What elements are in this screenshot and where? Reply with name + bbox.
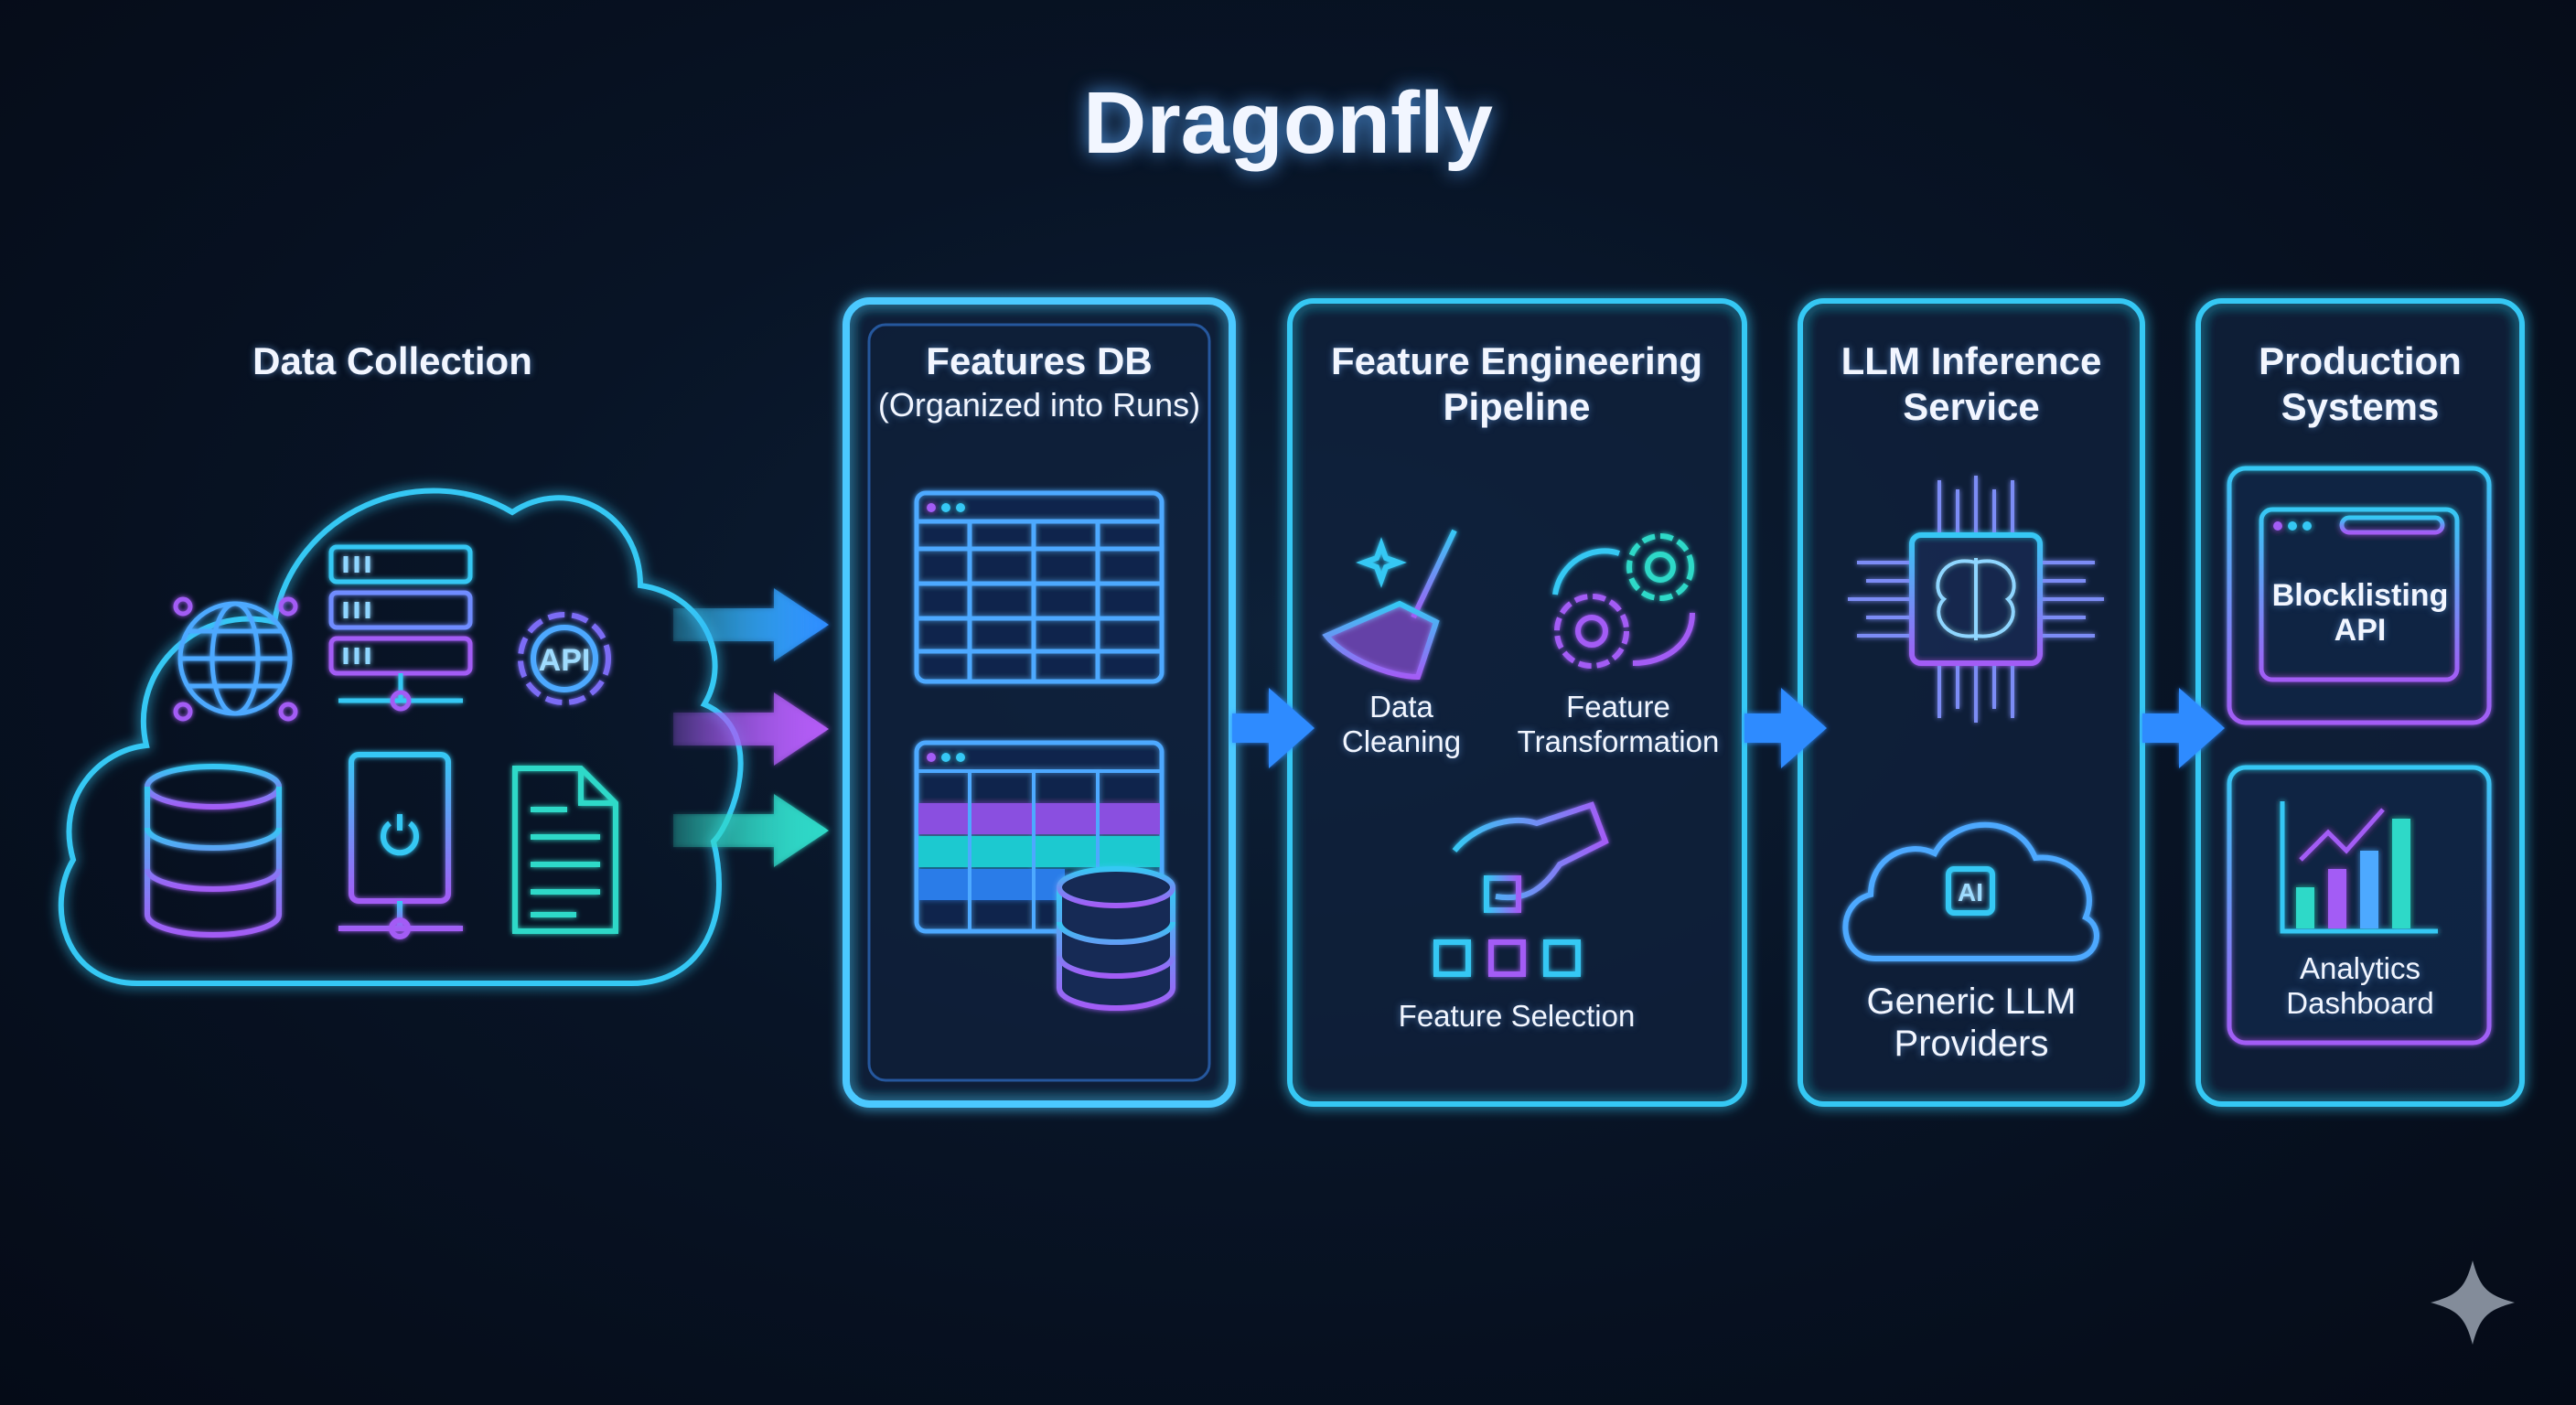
- data-cleaning-label: Data Cleaning: [1342, 690, 1461, 759]
- server-rack-icon: [328, 544, 473, 712]
- label-line: Generic LLM: [1866, 981, 2077, 1022]
- title-line: LLM Inference: [1841, 339, 2102, 382]
- page-title: Dragonfly: [1082, 74, 1494, 172]
- broom-icon: [1322, 529, 1457, 681]
- llm-inference-title: LLM Inference Service: [1841, 338, 2102, 430]
- document-icon: [512, 766, 618, 934]
- blocklisting-card: [2227, 466, 2492, 725]
- label-line: Dashboard: [2286, 986, 2434, 1020]
- arrow-db-to-pipeline: [1232, 688, 1315, 768]
- label-line: Transformation: [1517, 724, 1720, 758]
- api-badge-text: API: [539, 643, 591, 678]
- power-server-icon: [338, 752, 463, 939]
- arrow-blue: [673, 588, 829, 661]
- api-gear-icon: API: [518, 612, 611, 705]
- llm-providers-label: Generic LLM Providers: [1867, 981, 2077, 1065]
- features-db-subtitle: (Organized into Runs): [877, 386, 1201, 424]
- analytics-dashboard-label: Analytics Dashboard: [2286, 951, 2433, 1021]
- title-line: Feature Engineering: [1330, 339, 1703, 382]
- features-db-title: Features DB: [926, 339, 1153, 382]
- label-line: Cleaning: [1341, 724, 1462, 758]
- feature-engineering-title: Feature Engineering Pipeline: [1331, 338, 1702, 430]
- title-line: Production: [2259, 339, 2462, 382]
- label-line: API: [2334, 613, 2387, 648]
- label-line: Analytics: [2299, 951, 2421, 985]
- label-line: Blocklisting: [2271, 578, 2449, 613]
- feature-engineering-panel: [1287, 298, 1747, 1107]
- feature-transformation-label: Feature Transformation: [1518, 690, 1720, 759]
- title-line: Service: [1903, 385, 2040, 428]
- data-collection-cloud: [58, 488, 744, 986]
- arrow-purple: [673, 692, 829, 766]
- label-line: Providers: [1894, 1024, 2049, 1064]
- data-collection-title: Data Collection: [252, 339, 532, 382]
- production-title: Production Systems: [2259, 338, 2462, 430]
- ai-chip-brain-icon: [1848, 476, 2104, 723]
- hand-select-icon: [1433, 801, 1609, 977]
- sparkle-icon: [2431, 1260, 2515, 1345]
- blocklisting-api-label: Blocklisting API: [2272, 578, 2449, 648]
- analytics-card: [2227, 765, 2492, 1046]
- globe-network-icon: [173, 596, 298, 722]
- llm-inference-panel: [1798, 298, 2145, 1107]
- llm-providers-cloud-icon: AI: [1842, 821, 2099, 961]
- label-line: Feature: [1566, 690, 1670, 724]
- feature-selection-label: Feature Selection: [1398, 999, 1636, 1033]
- ai-badge-text: AI: [1958, 878, 1983, 906]
- title-line: Systems: [2281, 385, 2440, 428]
- label-line: Data: [1369, 690, 1433, 724]
- gears-transform-icon: [1552, 533, 1695, 669]
- arrow-pipeline-to-llm: [1744, 688, 1827, 768]
- runs-table-1: [914, 490, 1165, 684]
- title-line: Pipeline: [1443, 385, 1591, 428]
- features-database-icon: [1057, 866, 1175, 1012]
- database-icon: [145, 764, 282, 938]
- arrow-teal: [673, 794, 829, 867]
- arrow-llm-to-production: [2142, 688, 2225, 768]
